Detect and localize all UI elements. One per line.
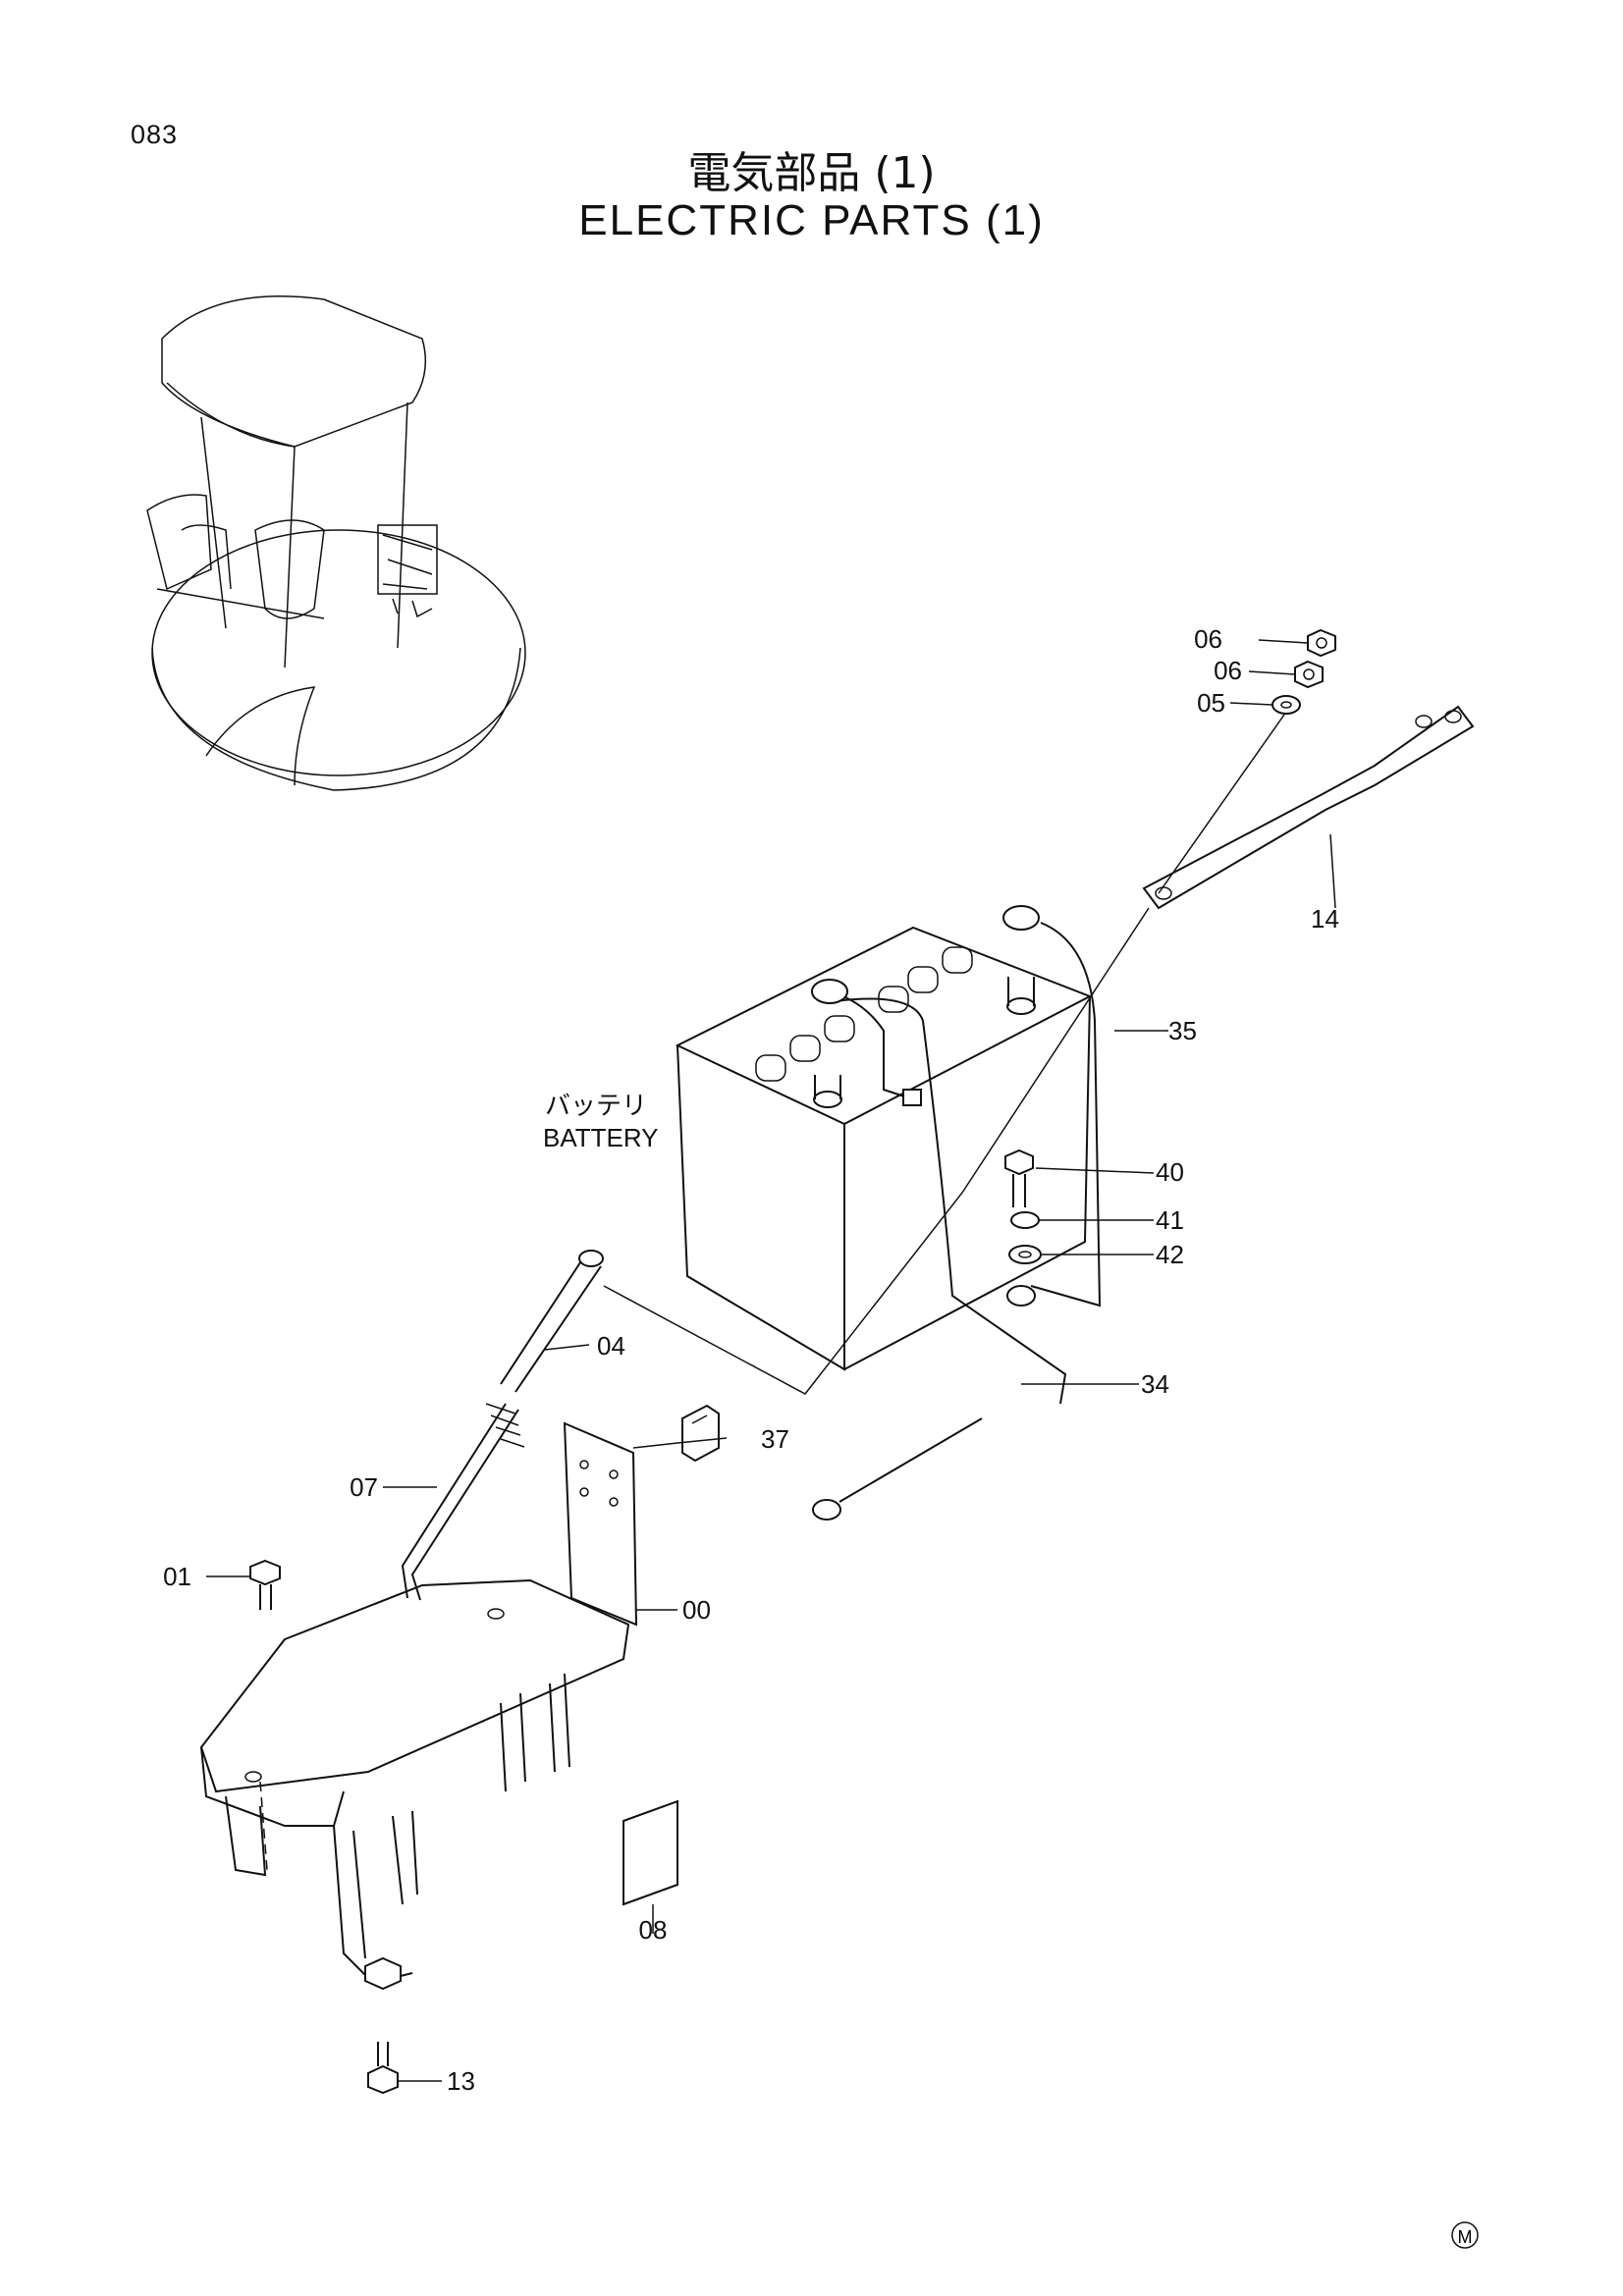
title-english: ELECTRIC PARTS (1) bbox=[578, 196, 1045, 244]
battery-label-en: BATTERY bbox=[543, 1123, 659, 1152]
callout-35: 35 bbox=[1168, 1016, 1197, 1045]
callout-41: 41 bbox=[1156, 1205, 1184, 1235]
callout-06b: 06 bbox=[1214, 656, 1242, 685]
callout-05: 05 bbox=[1197, 688, 1225, 718]
leader-lines bbox=[206, 639, 1336, 2082]
machine-overview-illustration bbox=[146, 295, 526, 791]
callout-01: 01 bbox=[163, 1562, 191, 1591]
callout-14: 14 bbox=[1311, 904, 1339, 934]
callout-00: 00 bbox=[682, 1595, 711, 1625]
mark-letter: M bbox=[1458, 2227, 1473, 2247]
battery-terminal-hardware bbox=[1004, 1148, 1042, 1264]
battery-label-jp: バッテリ bbox=[545, 1091, 647, 1120]
clip-part bbox=[681, 1404, 720, 1463]
callout-08: 08 bbox=[639, 1915, 668, 1945]
bolt-13 bbox=[364, 1956, 402, 2095]
callout-04: 04 bbox=[597, 1331, 625, 1361]
title-japanese: 電気部品 (1) bbox=[687, 148, 936, 198]
battery-illustration bbox=[675, 926, 1093, 1371]
bolt-01 bbox=[249, 1559, 281, 1610]
label-plate-part bbox=[622, 1799, 678, 1906]
callout-37: 37 bbox=[761, 1424, 789, 1454]
callout-13: 13 bbox=[447, 2066, 475, 2096]
circled-m-mark: M bbox=[1451, 2221, 1479, 2249]
callout-42: 42 bbox=[1156, 1240, 1184, 1269]
callout-07: 07 bbox=[350, 1472, 378, 1502]
page-number: 083 bbox=[131, 120, 179, 149]
callout-06a: 06 bbox=[1194, 624, 1222, 654]
battery-bracket-part bbox=[1142, 705, 1475, 910]
battery-tray-part bbox=[199, 1421, 638, 1985]
battery-cables bbox=[811, 905, 1102, 1521]
callout-40: 40 bbox=[1156, 1157, 1184, 1187]
callout-labels: 06 06 05 14 35 40 41 42 34 04 37 07 01 0… bbox=[163, 624, 1339, 2096]
callout-34: 34 bbox=[1141, 1369, 1169, 1399]
bracket-hardware bbox=[1158, 628, 1336, 894]
hold-down-rods bbox=[401, 1250, 604, 1601]
